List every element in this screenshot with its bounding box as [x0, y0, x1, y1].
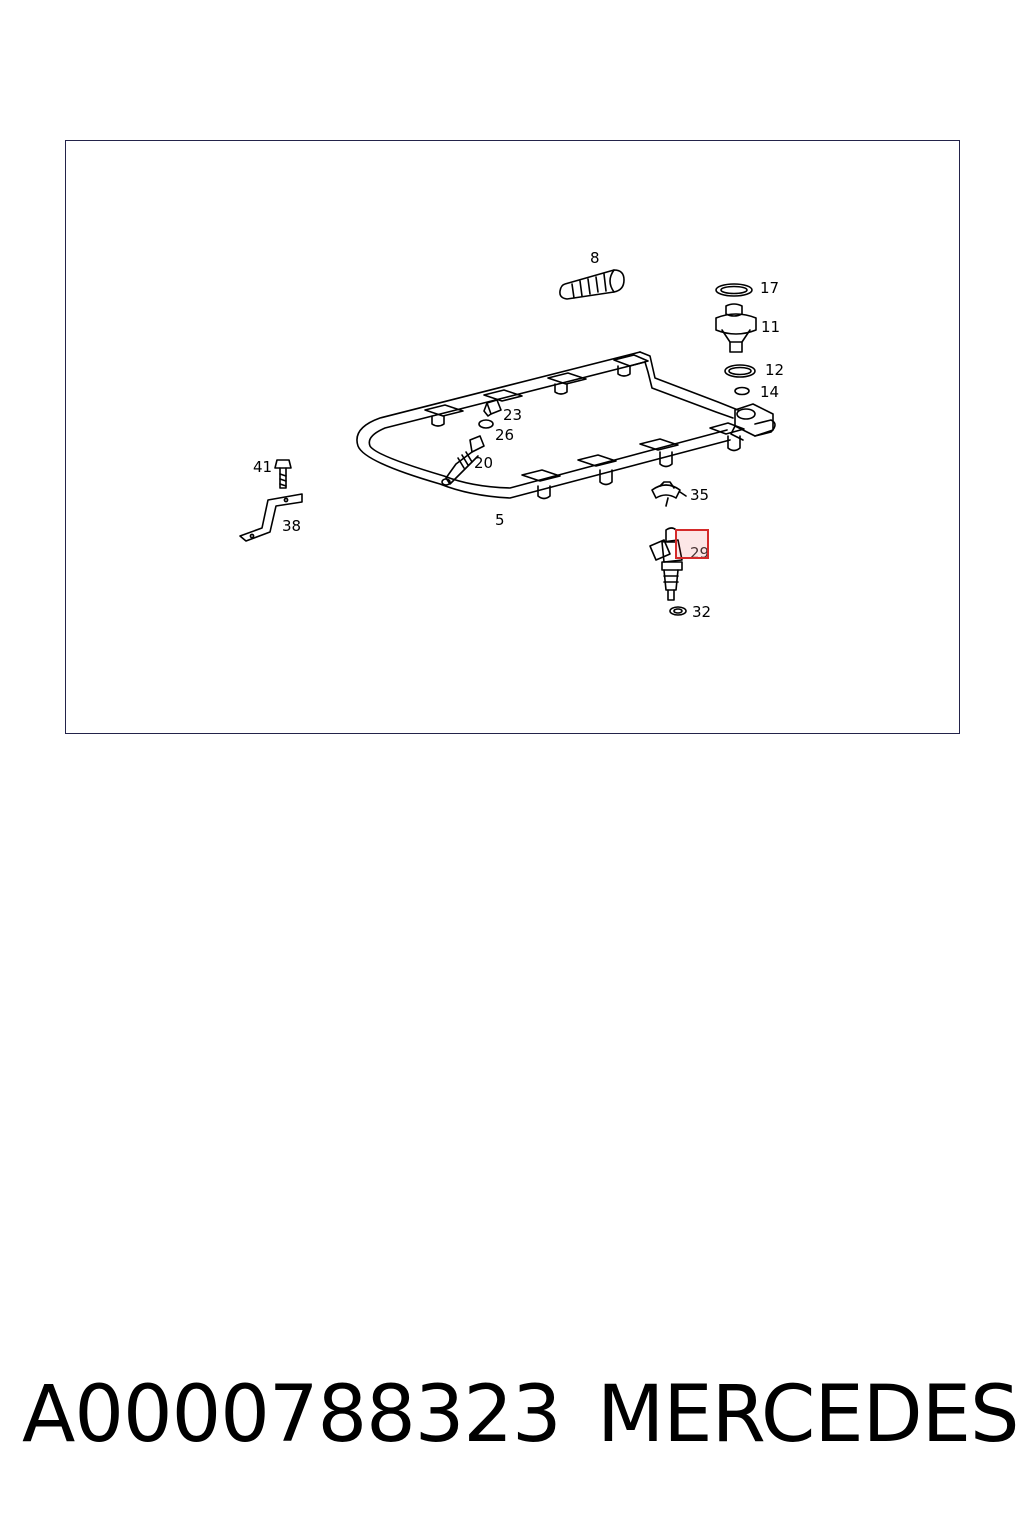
parts-diagram	[239, 269, 776, 616]
callout-20: 20	[474, 454, 494, 472]
ring-part-26	[478, 419, 494, 429]
callout-26: 26	[495, 426, 515, 444]
callout-17: 17	[760, 279, 780, 297]
clamp-part-35	[651, 481, 687, 507]
valve-part-20	[441, 435, 485, 486]
pressure-regulator-part-11	[715, 303, 757, 353]
rail-end-block	[730, 403, 776, 441]
callout-23: 23	[503, 406, 523, 424]
callout-14: 14	[760, 383, 780, 401]
bolt-part-41	[274, 459, 292, 489]
injector-part-29	[649, 527, 683, 601]
callout-8: 8	[590, 249, 600, 267]
callout-11: 11	[761, 318, 781, 336]
callout-5: 5	[495, 511, 505, 529]
diagram-frame	[65, 140, 960, 734]
rail-brackets	[424, 354, 745, 500]
cap-part-23	[483, 399, 502, 417]
callout-32: 32	[692, 603, 712, 621]
part-number: A0000788323	[22, 1370, 562, 1460]
callout-29: 29	[690, 544, 710, 562]
o-ring-part-12	[724, 364, 756, 378]
washer-part-14	[734, 386, 750, 396]
clip-part-17	[715, 283, 753, 297]
callout-38: 38	[282, 517, 302, 535]
caption-bar: A0000788323 MERCEDES	[0, 1370, 1024, 1470]
seal-part-32	[669, 606, 687, 616]
fuel-rail-loop	[356, 351, 739, 499]
callout-41: 41	[253, 458, 273, 476]
highlight-box[interactable]	[675, 529, 709, 559]
brand-name: MERCEDES	[597, 1370, 1019, 1460]
callout-35: 35	[690, 486, 710, 504]
fuel-filter-part-8	[559, 269, 625, 300]
bracket-part-38	[239, 493, 303, 542]
callout-12: 12	[765, 361, 785, 379]
